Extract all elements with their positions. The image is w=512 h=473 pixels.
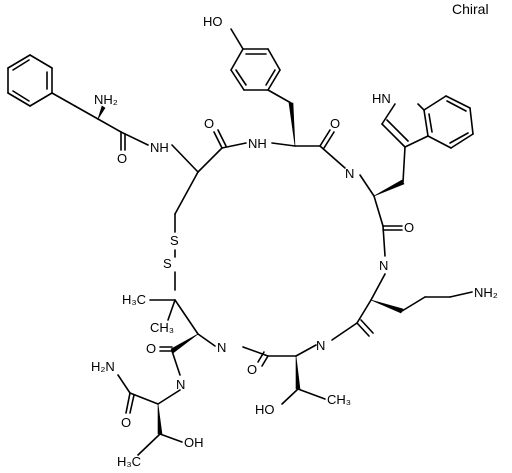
tyrosine-ring: [230, 48, 281, 91]
cys-n-alpha-bond: [171, 144, 199, 173]
orn-amine-label: NH₂: [474, 285, 498, 300]
trp-n-alpha-bond: [359, 174, 375, 197]
tyr-hydroxyl-label: HO: [203, 14, 223, 29]
cys-nh-label: NH: [150, 140, 169, 155]
amide-nh2-label: H₂N: [91, 359, 115, 374]
tyr-stereo-wedge: [288, 102, 296, 147]
phe-stereo-wedge: [97, 105, 106, 120]
tyr-oh-bond: [230, 28, 244, 50]
throl-stereo-wedge: [157, 403, 163, 435]
pen-methyl-left-label: H₃C: [122, 292, 146, 307]
thr-n-alpha-bond: [295, 344, 317, 357]
thr-methyl-label: CH₃: [327, 392, 351, 407]
phe-amine-label: NH₂: [94, 92, 118, 107]
thr-hydroxyl-label: HO: [255, 402, 275, 417]
chiral-flag: Chiral: [452, 1, 489, 17]
indole-ring: [381, 95, 474, 149]
throl-n-label: N: [176, 377, 185, 392]
orn-n-alpha-bond: [370, 273, 386, 301]
trp-n-label: N: [345, 166, 354, 181]
thr-n-label: N: [316, 338, 325, 353]
trp-stereo-wedge: [373, 179, 405, 197]
tyr-oxygen-label: O: [330, 116, 340, 131]
tyr-nh-label: NH: [248, 136, 267, 151]
throl-hydroxyl-label: OH: [184, 435, 204, 450]
cys-oxygen-label: O: [204, 116, 214, 131]
amide-oxygen-label: O: [121, 415, 131, 430]
pen-n-label: N: [217, 340, 226, 355]
pen-methyl-right-label: CH₃: [150, 320, 174, 335]
pen-stereo-wedge: [170, 333, 199, 354]
throl-n-alpha-bond: [157, 389, 181, 405]
phe-carbonyl-bond: [97, 118, 122, 133]
phe-alpha-bond: [74, 105, 99, 120]
thr-stereo-wedge: [295, 355, 301, 390]
pen-n-alpha-bond: [197, 333, 216, 347]
thr-oxygen-label: O: [247, 362, 257, 377]
orn-n-label: N: [379, 258, 388, 273]
trp-oxygen-label: O: [404, 220, 414, 235]
pen-oxygen-label: O: [146, 341, 156, 356]
orn-stereo-wedge: [370, 299, 404, 314]
phenyl-ring: [7, 54, 53, 107]
sulfur-top-label: S: [170, 233, 179, 248]
phe-oxygen-label: O: [117, 151, 127, 166]
throl-methyl-label: H₃C: [117, 454, 141, 469]
tyr-n-alpha-bond: [271, 142, 296, 147]
cys-ch2-bond: [174, 171, 199, 215]
sulfur-bottom-label: S: [163, 256, 172, 271]
phe-ch2-bond: [51, 92, 76, 107]
indole-nh-label: HN: [372, 91, 391, 106]
